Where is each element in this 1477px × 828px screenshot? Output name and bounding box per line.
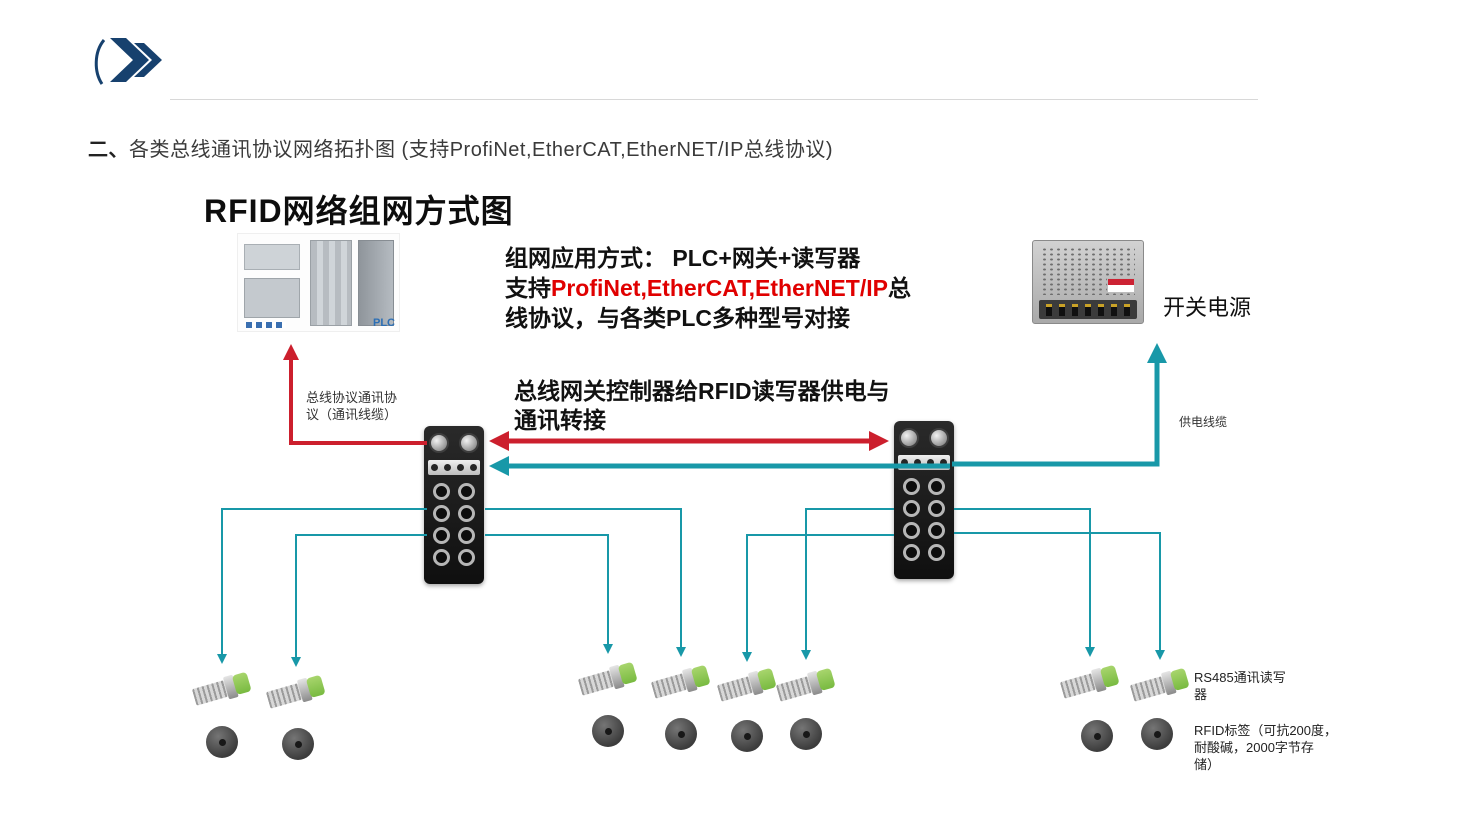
power-supply-label: 开关电源 (1163, 295, 1252, 320)
round-connector-icon (459, 433, 479, 453)
application-text-line1: 组网应用方式： PLC+网关+读写器 (505, 245, 861, 271)
rfid-tag (282, 728, 314, 760)
plc-rack (310, 240, 352, 326)
rfid-tag (1081, 720, 1113, 752)
gateway-2-status-band (898, 455, 950, 470)
rfid-tag (1141, 718, 1173, 750)
line-to-reader-4 (485, 508, 686, 657)
diagram-title: RFID网络组网方式图 (204, 193, 514, 229)
company-logo (92, 28, 170, 92)
plc-tower (358, 240, 394, 326)
rfid-reader (576, 657, 640, 702)
double-chevron-logo-icon (94, 38, 162, 85)
io-port-icon (458, 527, 476, 544)
rfid-tag (790, 718, 822, 750)
gateway-2-top-connectors (894, 421, 954, 448)
rfid-reader (1128, 663, 1192, 708)
application-text-line2-suffix: 总 (887, 275, 911, 301)
io-port-icon (902, 500, 920, 517)
rs485-reader-label: RS485通讯读写 器 (1194, 670, 1286, 702)
gateway-module-2 (894, 421, 954, 579)
section-heading-text: 各类总线通讯协议网络拓扑图 (支持ProfiNet,EtherCAT,Ether… (129, 139, 834, 161)
gateway-module-1 (424, 426, 484, 584)
supported-protocols-highlight: ProfiNet,EtherCAT,EtherNET/IP (551, 275, 888, 301)
gateway-description-text: 总线网关控制器给RFID读写器供电与 通讯转接 (514, 378, 890, 433)
line-to-reader-7 (954, 508, 1095, 657)
io-port-icon (458, 505, 476, 522)
application-text-line3: 线协议，与各类PLC多种型号对接 (505, 305, 850, 331)
io-port-icon (928, 544, 946, 561)
io-port-icon (458, 549, 476, 566)
io-port-icon (928, 478, 946, 495)
gateway-2-ports (894, 470, 954, 561)
round-connector-icon (899, 428, 919, 448)
power-supply-sticker (1107, 278, 1135, 293)
plc-module-small (244, 244, 300, 270)
plc-led-strip (246, 322, 286, 328)
rfid-tag (592, 715, 624, 747)
gateway-1-status-band (428, 460, 480, 475)
line-to-reader-1 (217, 508, 427, 664)
rfid-tag (206, 726, 238, 758)
rfid-reader (715, 663, 779, 708)
section-heading: 二、各类总线通讯协议网络拓扑图 (支持ProfiNet,EtherCAT,Eth… (88, 133, 833, 162)
power-supply-terminals (1039, 300, 1137, 319)
io-port-icon (458, 483, 476, 500)
section-heading-number: 二、 (88, 139, 129, 161)
line-to-reader-8 (954, 532, 1165, 660)
header-divider (170, 99, 1258, 100)
teal-power-arrow-to-psu (952, 343, 1167, 467)
io-port-icon (432, 549, 450, 566)
rfid-reader (774, 663, 838, 708)
io-port-icon (928, 522, 946, 539)
power-supply-image (1032, 240, 1144, 324)
power-cable-label: 供电线缆 (1179, 415, 1228, 429)
plc-image: PLC (237, 233, 400, 332)
application-text-line2-prefix: 支持 (505, 275, 551, 301)
application-text: 组网应用方式： PLC+网关+读写器 支持ProfiNet,EtherCAT,E… (505, 243, 911, 333)
application-text-line2: 支持ProfiNet,EtherCAT,EtherNET/IP总 (505, 273, 911, 303)
rfid-tag (665, 718, 697, 750)
line-to-reader-6 (801, 508, 894, 660)
io-port-icon (902, 478, 920, 495)
bus-protocol-cable-label: 总线协议通讯协 议（通讯线缆） (306, 390, 398, 422)
gateway-1-top-connectors (424, 426, 484, 453)
io-port-icon (902, 544, 920, 561)
io-port-icon (928, 500, 946, 517)
io-port-icon (432, 505, 450, 522)
line-to-reader-3 (485, 534, 613, 654)
io-port-icon (432, 483, 450, 500)
io-port-icon (432, 527, 450, 544)
rfid-reader (190, 667, 254, 712)
plc-module-medium (244, 278, 300, 318)
rfid-tag (731, 720, 763, 752)
round-connector-icon (929, 428, 949, 448)
line-to-reader-5 (742, 534, 894, 662)
rfid-reader (264, 670, 328, 715)
rfid-tag-label: RFID标签（可抗200度， 耐酸碱，2000字节存 储） (1194, 723, 1338, 772)
io-port-icon (902, 522, 920, 539)
line-to-reader-2 (291, 534, 427, 667)
round-connector-icon (429, 433, 449, 453)
plc-caption: PLC (373, 317, 395, 329)
rfid-reader (649, 660, 713, 705)
rfid-reader (1058, 660, 1122, 705)
gateway-1-ports (424, 475, 484, 566)
